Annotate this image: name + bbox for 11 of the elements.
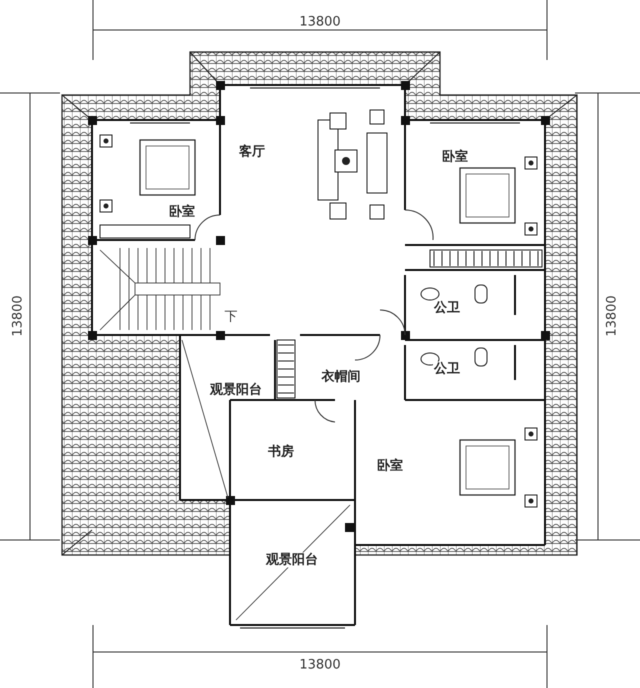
room-label: 客厅: [238, 144, 266, 160]
room-label: 公卫: [433, 362, 461, 376]
room-label: 卧室: [168, 204, 196, 220]
room-label: 观景阳台: [265, 552, 319, 568]
room-label: 书房: [267, 444, 295, 460]
stair-direction-label: 下: [224, 310, 238, 324]
room-label: 卧室: [376, 458, 404, 474]
room-label: 卧室: [441, 150, 469, 164]
room-label: 衣帽间: [320, 370, 362, 384]
room-label: 公卫: [433, 300, 461, 316]
room-label: 观景阳台: [209, 382, 263, 398]
